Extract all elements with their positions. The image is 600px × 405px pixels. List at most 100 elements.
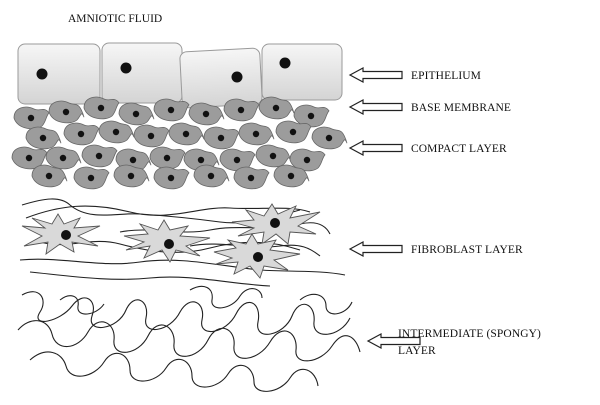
nucleus xyxy=(97,104,105,112)
compact-cell xyxy=(45,146,82,170)
nucleus xyxy=(45,172,53,180)
compact-cell xyxy=(153,166,190,190)
compact-cell xyxy=(48,100,85,124)
compact-cell xyxy=(133,124,170,148)
nucleus xyxy=(95,152,103,160)
base-membrane-label: BASE MEMBRANE xyxy=(411,102,511,114)
nucleus xyxy=(231,71,243,83)
fiber-line xyxy=(19,258,346,276)
nucleus xyxy=(303,156,311,164)
base-membrane-arrow xyxy=(348,98,403,116)
compact-cell xyxy=(188,102,225,126)
epithelium-arrow xyxy=(348,66,403,84)
nucleus xyxy=(39,134,47,142)
compact-cell xyxy=(83,96,120,120)
nucleus xyxy=(112,128,120,136)
fibroblast-cell xyxy=(21,213,101,255)
spongy-fiber xyxy=(29,351,319,392)
nucleus xyxy=(147,132,155,140)
compact-cell xyxy=(98,120,135,144)
nucleus xyxy=(27,114,35,122)
intermediate-layer-label-line2: LAYER xyxy=(398,345,436,357)
fiber-line xyxy=(189,243,321,257)
fibroblast-layer-label: FIBROBLAST LAYER xyxy=(411,244,523,256)
nucleus xyxy=(59,154,67,162)
nucleus xyxy=(132,110,140,118)
label-arrows xyxy=(348,66,421,350)
epithelium-label: EPITHELIUM xyxy=(411,70,481,82)
nucleus xyxy=(269,152,277,160)
compact-cell xyxy=(289,148,326,172)
nucleus xyxy=(164,239,174,249)
nucleus xyxy=(287,172,295,180)
nucleus xyxy=(217,134,225,142)
compact-cell xyxy=(275,120,312,144)
compact-cell xyxy=(73,166,110,190)
compact-cell xyxy=(193,164,230,188)
epithelial-cell xyxy=(261,43,343,101)
nucleus xyxy=(163,154,171,162)
compact-layer-arrow xyxy=(348,139,403,157)
nucleus xyxy=(197,156,205,164)
nucleus xyxy=(167,174,175,182)
nucleus xyxy=(270,218,280,228)
epithelial-cell xyxy=(101,42,183,104)
compact-cell xyxy=(13,106,50,130)
spongy-fiber xyxy=(189,285,263,309)
nucleus xyxy=(182,130,190,138)
spongy-fiber xyxy=(299,293,353,315)
spongy-fiber xyxy=(59,295,105,315)
nucleus xyxy=(253,252,263,262)
compact-cell xyxy=(153,98,190,122)
nucleus xyxy=(36,68,48,80)
intermediate-layer-arrow xyxy=(366,332,421,350)
spongy-layer-fibers xyxy=(17,285,361,392)
compact-cell xyxy=(238,122,275,146)
compact-cell xyxy=(223,98,260,122)
nucleus xyxy=(167,106,175,114)
epithelium-layer xyxy=(17,42,343,109)
nucleus xyxy=(252,130,260,138)
nucleus xyxy=(120,62,132,74)
intermediate-layer-label-line1: INTERMEDIATE (SPONGY) xyxy=(398,328,541,340)
compact-cell xyxy=(31,164,68,188)
nucleus xyxy=(202,110,210,118)
nucleus xyxy=(87,174,95,182)
compact-layer-label: COMPACT LAYER xyxy=(411,143,507,155)
spongy-fiber xyxy=(17,320,361,362)
compact-cell xyxy=(25,126,62,150)
compact-cell xyxy=(113,164,150,188)
epithelial-cell xyxy=(17,43,101,105)
compact-cell xyxy=(168,122,205,146)
nucleus xyxy=(325,134,333,142)
nucleus xyxy=(279,57,291,69)
nucleus xyxy=(77,130,85,138)
compact-cell xyxy=(118,102,155,126)
nucleus xyxy=(289,128,297,136)
compact-cell xyxy=(311,126,348,150)
compact-cell xyxy=(233,166,270,190)
nucleus xyxy=(127,172,135,180)
compact-cell xyxy=(255,144,292,168)
fibroblast-cells xyxy=(21,203,321,279)
compact-cell xyxy=(63,122,100,146)
amniotic-fluid-label: AMNIOTIC FLUID xyxy=(68,13,162,25)
compact-cell xyxy=(81,144,118,168)
compact-cell xyxy=(203,126,240,150)
nucleus xyxy=(272,104,280,112)
nucleus xyxy=(307,112,315,120)
compact-layer-cells xyxy=(11,96,348,190)
nucleus xyxy=(129,156,137,164)
nucleus xyxy=(25,154,33,162)
spongy-fiber xyxy=(21,291,351,335)
nucleus xyxy=(237,106,245,114)
fibroblast-layer-arrow xyxy=(348,240,403,258)
nucleus xyxy=(207,172,215,180)
nucleus xyxy=(247,174,255,182)
epithelial-cell xyxy=(179,47,263,109)
nucleus xyxy=(233,156,241,164)
fiber-line xyxy=(29,271,271,287)
compact-cell xyxy=(293,104,330,128)
